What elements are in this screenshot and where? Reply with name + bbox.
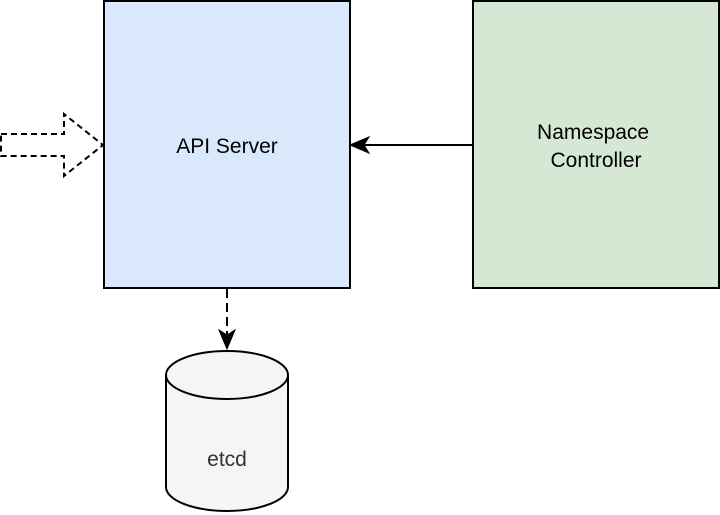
etcd-label: etcd xyxy=(207,448,247,471)
controller-to-api-arrowhead xyxy=(348,135,371,155)
namespace-controller-node: Namespace Controller xyxy=(472,0,720,289)
api-to-etcd-edge xyxy=(217,289,237,351)
namespace-controller-label: Namespace Controller xyxy=(537,121,655,172)
api-server-node: API Server xyxy=(103,0,351,289)
controller-to-api-edge xyxy=(348,135,473,155)
api-to-etcd-arrowhead xyxy=(217,328,237,351)
api-server-label: API Server xyxy=(176,135,278,158)
namespace-controller-label-line2: Controller xyxy=(550,149,641,172)
etcd-cylinder-top xyxy=(165,350,289,400)
incoming-request-arrow xyxy=(0,111,105,179)
etcd-cylinder-body xyxy=(165,375,289,512)
namespace-controller-box xyxy=(472,0,720,289)
etcd-database-node: etcd xyxy=(165,350,289,512)
namespace-controller-label-line1: Namespace xyxy=(537,121,649,144)
api-server-box xyxy=(103,0,351,289)
